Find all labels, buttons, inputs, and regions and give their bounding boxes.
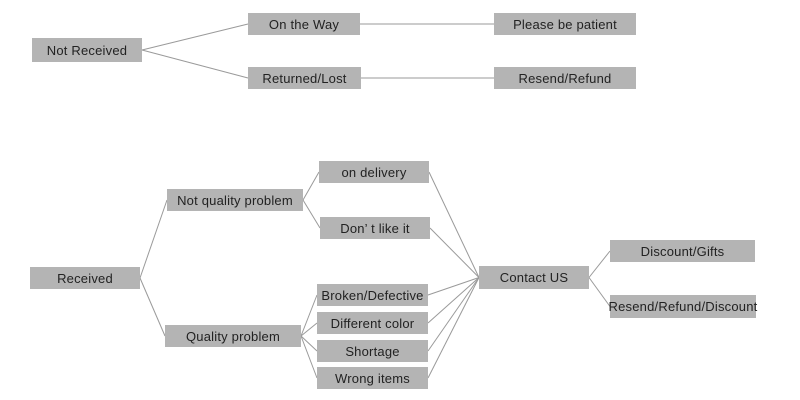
edge-quality-problem-to-wrong-items	[300, 335, 318, 379]
edge-received-to-not-quality-problem	[139, 199, 168, 279]
node-resend-refund: Resend/Refund	[494, 67, 636, 89]
node-broken-defective: Broken/Defective	[317, 284, 428, 306]
edge-not-quality-problem-to-dont-like-it	[302, 199, 321, 229]
edge-contact-us-to-discount-gifts	[588, 250, 611, 278]
node-shortage: Shortage	[317, 340, 428, 362]
edge-dont-like-it-to-contact-us	[429, 227, 480, 278]
edge-contact-us-to-resend-refund-discount	[588, 277, 611, 307]
edge-not-quality-problem-to-on-delivery	[302, 171, 320, 201]
edge-quality-problem-to-different-color	[300, 322, 318, 337]
edge-received-to-quality-problem	[139, 277, 166, 337]
edge-different-color-to-contact-us	[427, 277, 480, 324]
node-dont-like-it: Don’ t like it	[320, 217, 430, 239]
edge-quality-problem-to-broken-defective	[300, 294, 318, 337]
edge-on-delivery-to-contact-us	[428, 171, 480, 278]
edge-shortage-to-contact-us	[427, 277, 480, 352]
node-not-received: Not Received	[32, 38, 142, 62]
node-contact-us: Contact US	[479, 266, 589, 289]
edge-quality-problem-to-shortage	[300, 335, 318, 352]
node-not-quality-problem: Not quality problem	[167, 189, 303, 211]
node-different-color: Different color	[317, 312, 428, 334]
node-on-delivery: on delivery	[319, 161, 429, 183]
edge-not-received-to-on-the-way	[141, 23, 249, 51]
edge-broken-defective-to-contact-us	[427, 277, 480, 296]
node-wrong-items: Wrong items	[317, 367, 428, 389]
node-returned-lost: Returned/Lost	[248, 67, 361, 89]
node-quality-problem: Quality problem	[165, 325, 301, 347]
edge-not-received-to-returned-lost	[141, 49, 249, 79]
node-on-the-way: On the Way	[248, 13, 360, 35]
edge-wrong-items-to-contact-us	[427, 277, 480, 379]
node-discount-gifts: Discount/Gifts	[610, 240, 755, 262]
node-resend-refund-discount: Resend/Refund/Discount	[609, 295, 757, 318]
node-please-be-patient: Please be patient	[494, 13, 636, 35]
node-received: Received	[30, 267, 140, 289]
